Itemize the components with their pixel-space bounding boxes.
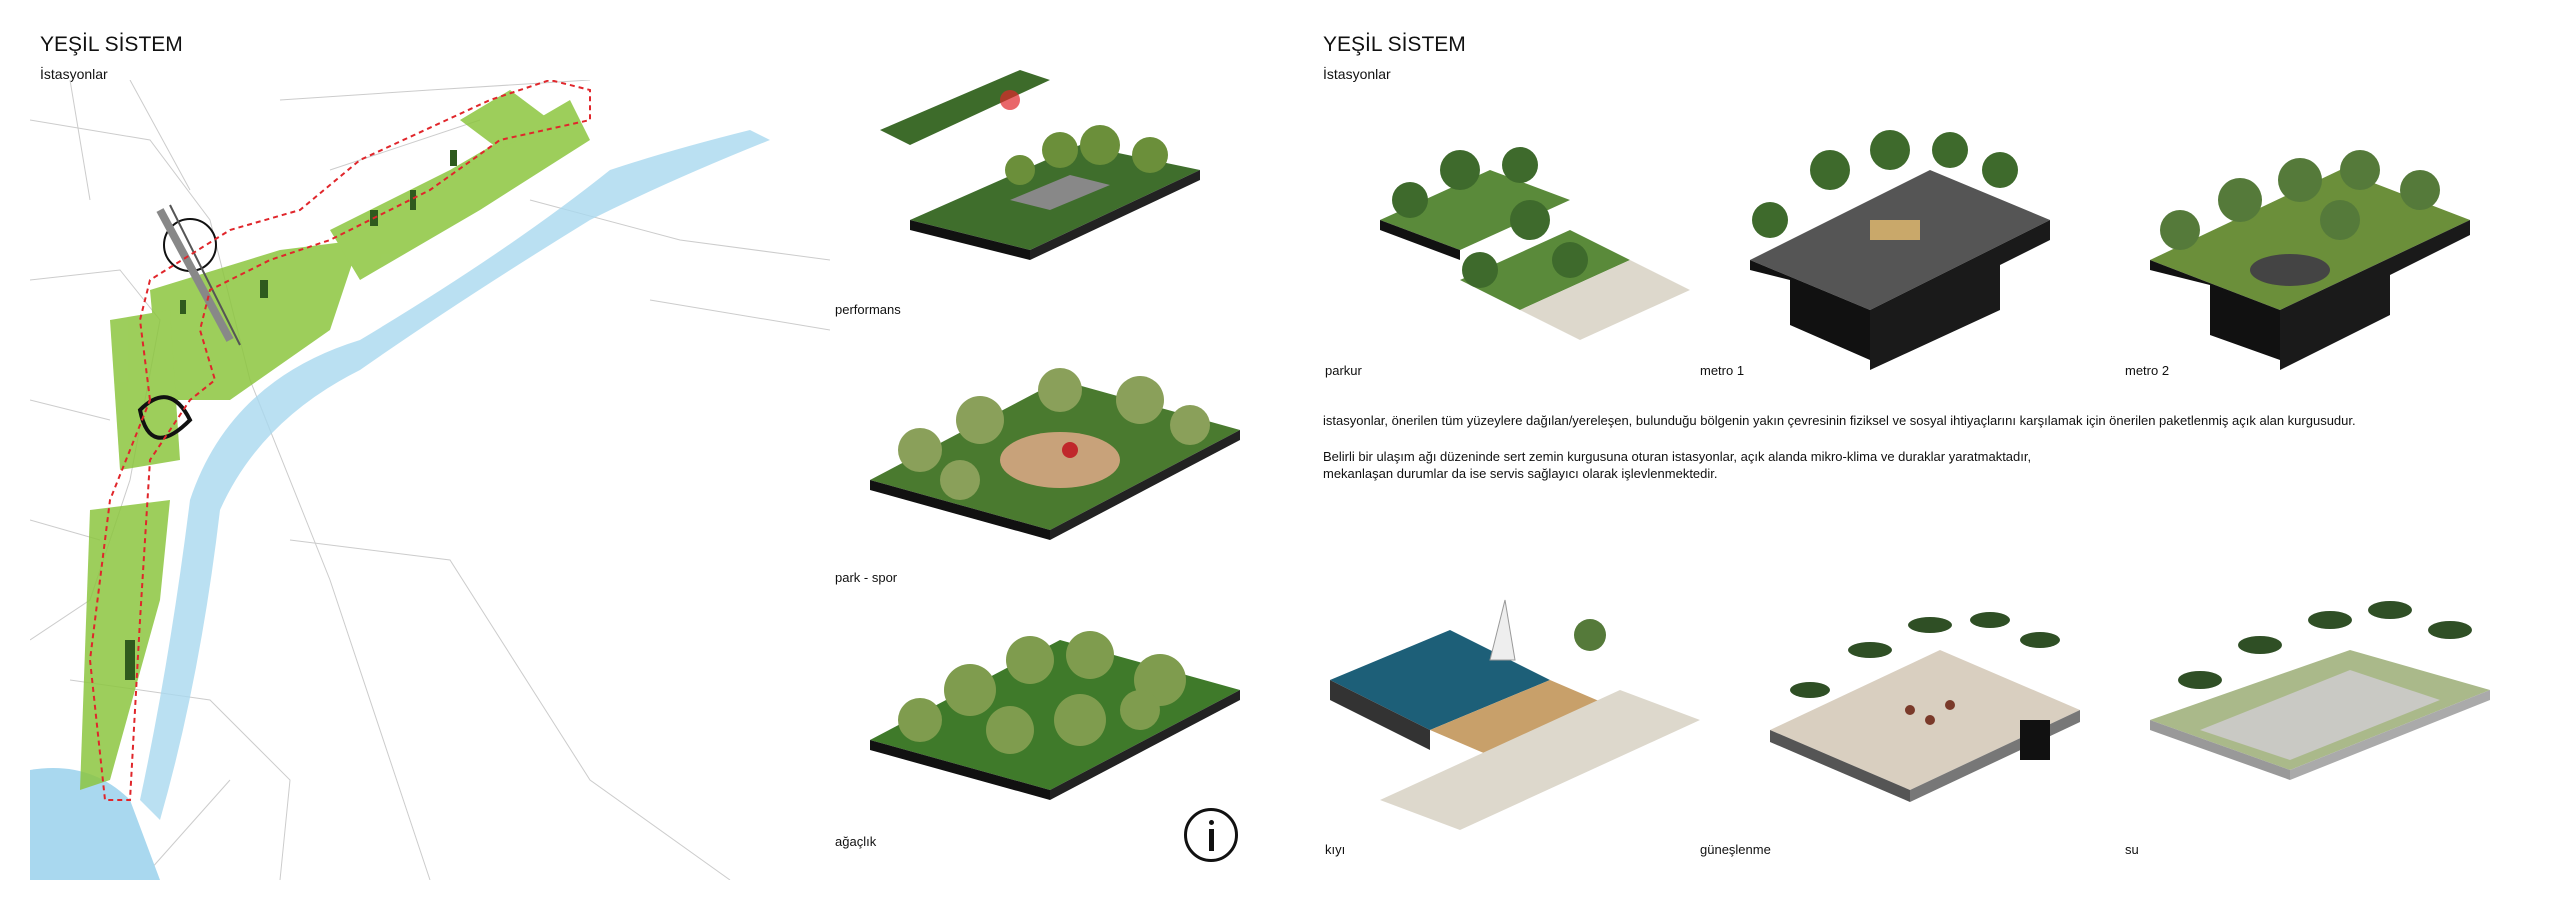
guneslenme-slab	[1770, 612, 2080, 802]
left-title: YEŞİL SİSTEM	[40, 33, 183, 56]
kiyi-slab	[1330, 599, 1700, 830]
label-metro2: metro 2	[2125, 363, 2170, 378]
label-performans: performans	[835, 302, 901, 317]
agaclik-slab	[870, 631, 1240, 800]
parkur-slab	[1380, 147, 1690, 340]
right-title: YEŞİL SİSTEM	[1323, 33, 1466, 56]
metro1-slab	[1750, 130, 2050, 370]
label-guneslenme: güneşlenme	[1700, 842, 1771, 857]
su-slab	[2150, 601, 2490, 780]
label-metro1: metro 1	[1700, 363, 1745, 378]
label-park-spor: park - spor	[835, 570, 898, 585]
performans-slab	[880, 70, 1200, 260]
description-paragraph-1: istasyonlar, önerilen tüm yüzeylere dağı…	[1323, 413, 2356, 428]
label-parkur: parkur	[1325, 363, 1362, 378]
description-paragraph-2-line-1: Belirli bir ulaşım ağı düzeninde sert ze…	[1323, 449, 2032, 464]
info-icon	[1184, 808, 1238, 862]
description-paragraph-2-line-2: mekanlaşan durumlar da ise servis sağlay…	[1323, 466, 1718, 481]
left-subtitle: İstasyonlar	[40, 66, 108, 82]
label-agaclik: ağaçlık	[835, 834, 877, 849]
site-plan-map	[30, 80, 830, 880]
right-subtitle: İstasyonlar	[1323, 66, 1391, 82]
label-kiyi: kıyı	[1325, 842, 1346, 857]
label-su: su	[2125, 842, 2139, 857]
park-spor-slab	[870, 368, 1240, 540]
metro2-slab	[2150, 150, 2470, 370]
